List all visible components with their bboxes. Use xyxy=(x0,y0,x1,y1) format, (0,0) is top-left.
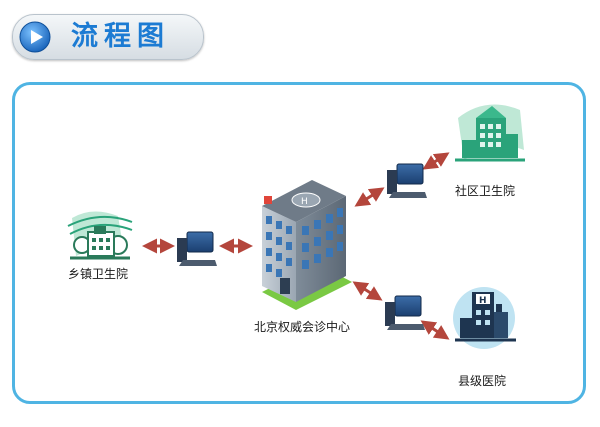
rural-clinic-icon xyxy=(67,211,133,260)
play-icon xyxy=(19,21,51,53)
community-clinic-icon xyxy=(455,104,525,162)
arrow-computer-county xyxy=(420,320,450,340)
arrow-center-computer-bottom xyxy=(352,281,383,301)
consultation-center-label: 北京权威会诊中心 xyxy=(254,320,351,334)
diagram-frame xyxy=(12,82,586,404)
svg-text:H: H xyxy=(479,296,487,306)
county-hospital-label: 县级医院 xyxy=(458,374,507,388)
title-banner: 流程图 xyxy=(12,14,204,60)
community-clinic-label: 社区卫生院 xyxy=(455,184,516,198)
computer-icon xyxy=(177,231,217,266)
connection-arrows xyxy=(142,152,450,340)
svg-text:H: H xyxy=(301,197,308,207)
computer-icon xyxy=(385,295,425,330)
arrow-center-computer-top xyxy=(354,187,385,207)
page-title: 流程图 xyxy=(71,21,170,52)
township-clinic-label: 乡镇卫生院 xyxy=(68,267,129,281)
county-hospital-icon: H xyxy=(453,287,516,349)
hospital-tower-icon: H xyxy=(262,180,352,310)
computer-icon xyxy=(387,163,427,198)
arrow-computer-community xyxy=(422,152,450,170)
